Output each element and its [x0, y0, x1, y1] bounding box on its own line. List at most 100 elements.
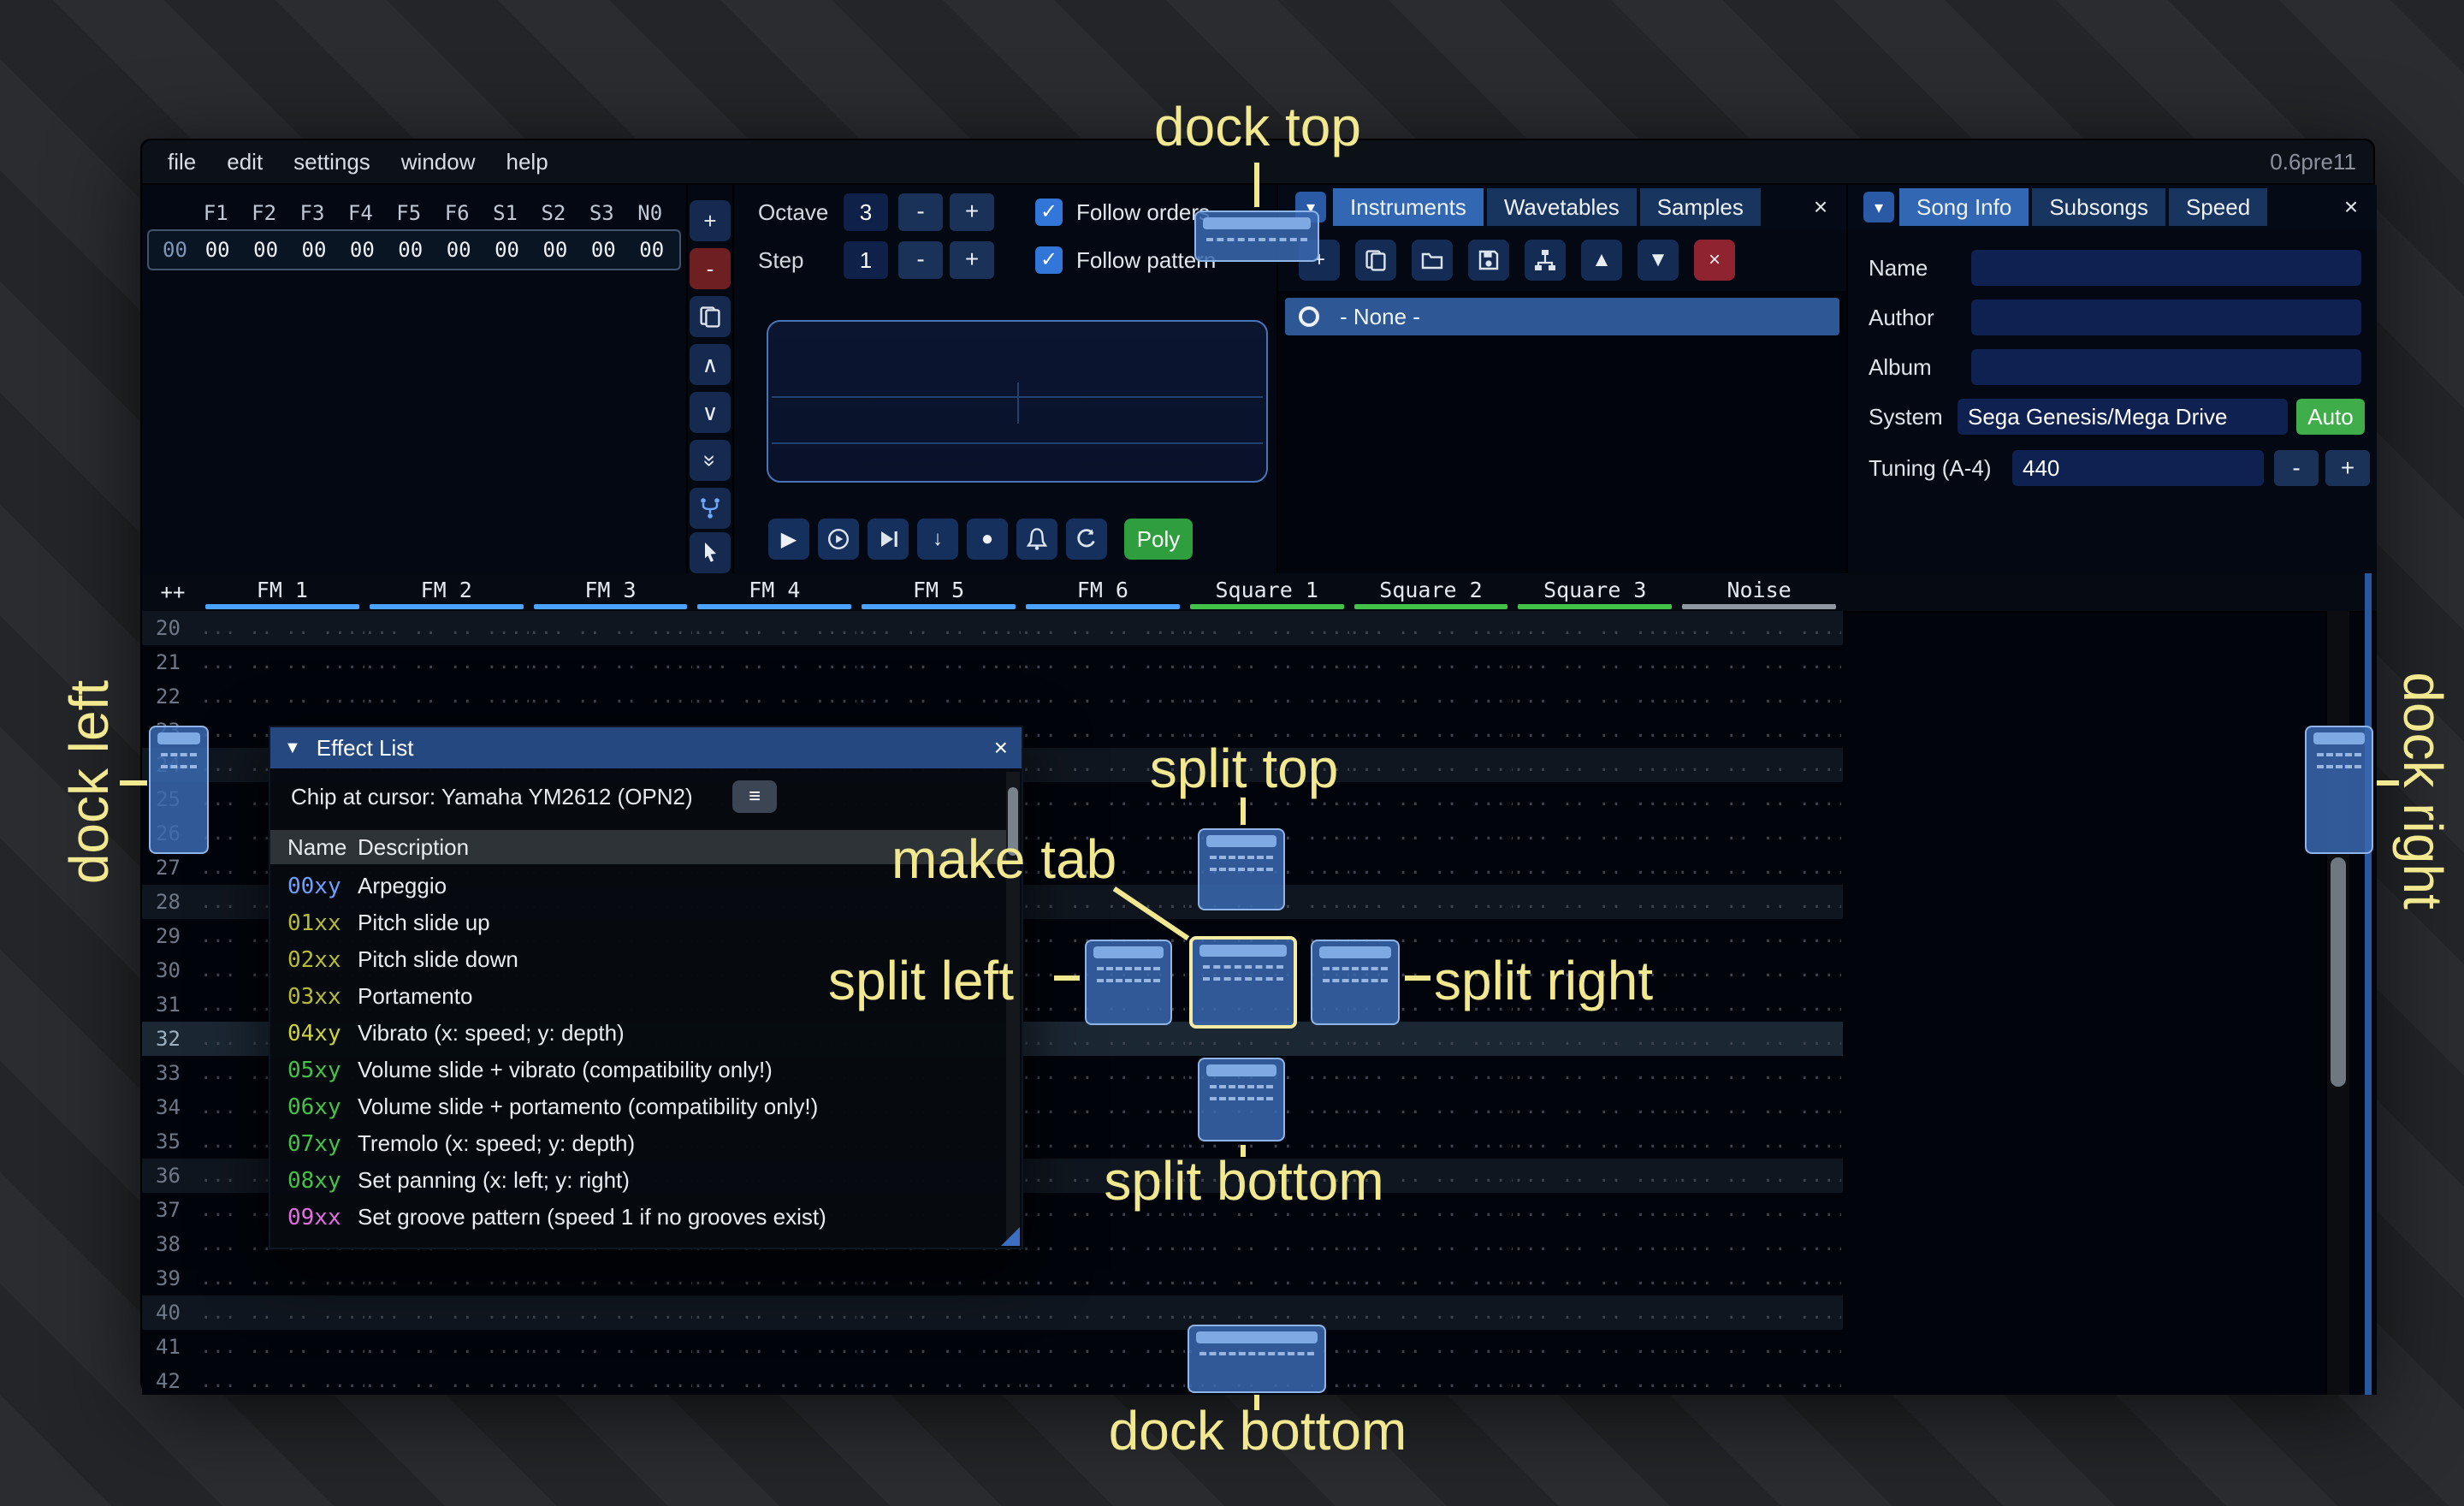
pattern-cell[interactable]: ... .. .. .... [1184, 1267, 1349, 1290]
order-value[interactable]: 00 [398, 238, 424, 262]
order-value[interactable]: 00 [204, 238, 230, 262]
pattern-cell[interactable]: ... .. .. .... [1348, 1028, 1513, 1050]
play-pattern-button[interactable] [818, 519, 859, 560]
pattern-cell[interactable]: ... .. .. .... [692, 617, 857, 639]
pattern-cell[interactable]: ... .. .. .... [1677, 1233, 1841, 1255]
channel-header-noise[interactable]: Noise [1677, 573, 1841, 611]
pattern-cell[interactable]: ... .. .. .... [1513, 617, 1678, 639]
pattern-cell[interactable]: ... .. .. .... [1677, 754, 1841, 776]
organize-instruments-button[interactable] [1525, 240, 1566, 281]
pattern-cell[interactable]: ... .. .. .... [1348, 857, 1513, 879]
pattern-cell[interactable]: ... .. .. .... [200, 685, 364, 708]
effect-list-close-button[interactable]: × [993, 734, 1008, 761]
order-select-mode-button[interactable] [690, 532, 731, 573]
pattern-cell[interactable]: ... .. .. .... [200, 1336, 364, 1358]
expand-button[interactable]: ++ [160, 580, 186, 604]
pattern-cell[interactable]: ... .. .. .... [1184, 788, 1349, 810]
tab-instruments[interactable]: Instruments [1333, 188, 1484, 226]
pattern-cell[interactable]: ... .. .. .... [1184, 1165, 1349, 1187]
pattern-cell[interactable]: ... .. .. .... [1677, 1165, 1841, 1187]
pattern-cell[interactable]: ... .. .. .... [692, 651, 857, 673]
pattern-cell[interactable]: ... .. .. .... [1677, 1130, 1841, 1153]
pattern-cell[interactable]: ... .. .. .... [1348, 1336, 1513, 1358]
dock-target-right[interactable] [2305, 726, 2373, 854]
pattern-cell[interactable]: ... .. .. .... [1513, 959, 1678, 981]
pattern-cell[interactable]: ... .. .. .... [1020, 1370, 1185, 1392]
effect-list-scrollbar[interactable] [1006, 772, 1020, 1242]
octave-value[interactable]: 3 [844, 193, 888, 231]
system-auto-button[interactable]: Auto [2296, 399, 2365, 435]
channel-header-square-2[interactable]: Square 2 [1349, 573, 1513, 611]
pattern-cell[interactable]: ... .. .. .... [1677, 1096, 1841, 1118]
dock-target-bottom[interactable] [1188, 1325, 1326, 1393]
order-change-mode-button[interactable] [690, 488, 731, 529]
pattern-cell[interactable]: ... .. .. .... [528, 1267, 693, 1290]
split-target-right[interactable] [1311, 940, 1400, 1025]
pattern-cell[interactable]: ... .. .. .... [1020, 891, 1185, 913]
pattern-cell[interactable]: ... .. .. .... [1348, 1370, 1513, 1392]
order-value[interactable]: 00 [446, 238, 471, 262]
menu-item-file[interactable]: file [168, 149, 197, 175]
pattern-cell[interactable]: ... .. .. .... [1677, 993, 1841, 1016]
pattern-cell[interactable]: ... .. .. .... [200, 617, 364, 639]
split-target-bottom[interactable] [1198, 1058, 1285, 1141]
pattern-cell[interactable]: ... .. .. .... [1677, 925, 1841, 947]
pattern-cell[interactable]: ... .. .. .... [692, 685, 857, 708]
order-value[interactable]: 00 [590, 238, 616, 262]
pattern-row[interactable]: 42... .. .. ....... .. .. ....... .. .. … [142, 1364, 1843, 1395]
pattern-cell[interactable]: ... .. .. .... [364, 1370, 529, 1392]
pattern-cell[interactable]: ... .. .. .... [856, 651, 1021, 673]
open-instrument-button[interactable] [1412, 240, 1453, 281]
pattern-cell[interactable]: ... .. .. .... [1020, 1130, 1185, 1153]
order-value[interactable]: 00 [253, 238, 279, 262]
order-value[interactable]: 00 [495, 238, 519, 262]
channel-header-fm-1[interactable]: FM 1 [200, 573, 364, 611]
pattern-cell[interactable]: ... .. .. .... [1513, 1130, 1678, 1153]
tab-song-info[interactable]: Song Info [1899, 188, 2029, 226]
tuning-minus-button[interactable]: - [2274, 450, 2319, 486]
pattern-cell[interactable]: ... .. .. .... [364, 1336, 529, 1358]
pattern-cell[interactable]: ... .. .. .... [1348, 754, 1513, 776]
pattern-cell[interactable]: ... .. .. .... [1677, 822, 1841, 845]
pattern-cell[interactable]: ... .. .. .... [1513, 720, 1678, 742]
make-tab-target[interactable] [1189, 936, 1297, 1029]
poly-toggle[interactable]: Poly [1124, 519, 1193, 560]
pattern-cell[interactable]: ... .. .. .... [856, 1267, 1021, 1290]
pattern-cell[interactable]: ... .. .. .... [856, 1370, 1021, 1392]
repeat-button[interactable] [1066, 519, 1107, 560]
pattern-cell[interactable]: ... .. .. .... [1677, 651, 1841, 673]
pattern-cell[interactable]: ... .. .. .... [1348, 720, 1513, 742]
pattern-cell[interactable]: ... .. .. .... [1513, 754, 1678, 776]
follow-pattern-checkbox[interactable]: ✓ [1035, 246, 1063, 274]
pattern-cell[interactable]: ... .. .. .... [1020, 857, 1185, 879]
menu-item-help[interactable]: help [506, 149, 548, 175]
octave-plus-button[interactable]: + [950, 193, 994, 231]
move-instrument-down-button[interactable]: ▼ [1638, 240, 1679, 281]
pattern-cell[interactable]: ... .. .. .... [1020, 651, 1185, 673]
pattern-cell[interactable]: ... .. .. .... [364, 1267, 529, 1290]
pattern-cell[interactable]: ... .. .. .... [1020, 822, 1185, 845]
pattern-row[interactable]: 39... .. .. ....... .. .. ....... .. .. … [142, 1261, 1843, 1296]
channel-header-fm-2[interactable]: FM 2 [364, 573, 529, 611]
pattern-cell[interactable]: ... .. .. .... [1020, 1096, 1185, 1118]
dock-target-top[interactable] [1194, 210, 1319, 262]
resize-grip[interactable] [1001, 1227, 1020, 1246]
song-info-close-button[interactable]: × [2343, 193, 2359, 220]
pattern-cell[interactable]: ... .. .. .... [1677, 1028, 1841, 1050]
split-target-top[interactable] [1198, 828, 1285, 910]
window-menu-button[interactable]: ▾ [1863, 192, 1894, 222]
pattern-row[interactable]: 21... .. .. ....... .. .. ....... .. .. … [142, 645, 1843, 679]
pattern-cell[interactable]: ... .. .. .... [1348, 617, 1513, 639]
pattern-cell[interactable]: ... .. .. .... [528, 1370, 693, 1392]
pattern-cell[interactable]: ... .. .. .... [1677, 891, 1841, 913]
pattern-cell[interactable]: ... .. .. .... [1677, 617, 1841, 639]
pattern-cell[interactable]: ... .. .. .... [856, 1301, 1021, 1324]
pattern-cell[interactable]: ... .. .. .... [1348, 1199, 1513, 1221]
channel-header-square-3[interactable]: Square 3 [1513, 573, 1677, 611]
pattern-cell[interactable]: ... .. .. .... [1020, 1336, 1185, 1358]
pattern-row[interactable]: 40... .. .. ....... .. .. ....... .. .. … [142, 1296, 1843, 1330]
channel-header-fm-4[interactable]: FM 4 [692, 573, 856, 611]
